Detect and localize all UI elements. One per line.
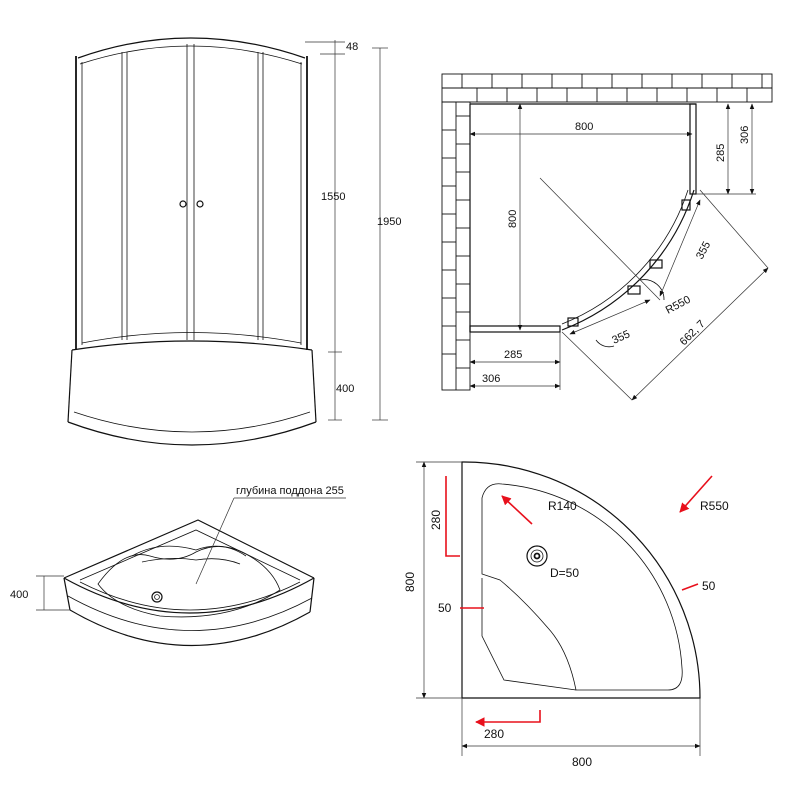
dim-radius: R550 <box>664 294 693 317</box>
drain-plan-icon <box>526 545 548 567</box>
dim-tray-height: 400 <box>336 383 354 395</box>
dim-width-top: 800 <box>575 121 593 133</box>
dim-bottom-285: 285 <box>504 349 522 361</box>
dim-diagonal: 662, 7 <box>678 318 708 348</box>
front-top-arc-inner <box>79 45 303 65</box>
plan-view: 800 800 285 306 355 R550 355 662, 7 285 … <box>441 73 773 401</box>
dim-straight-bottom: 355 <box>610 328 632 346</box>
tray-plan-outline <box>461 461 701 699</box>
tray-plan-inner-radius: R140 <box>548 499 577 513</box>
red-rim-right <box>681 583 699 591</box>
front-view: 48 1550 1950 400 <box>67 37 401 446</box>
tray-basin <box>97 546 281 618</box>
brick-wall-top <box>441 73 773 103</box>
tray-plan-outer-radius: R550 <box>700 499 729 513</box>
red-arrow-r140 <box>501 495 533 525</box>
tray-plan-drain: D=50 <box>550 566 579 580</box>
drain-icon <box>151 591 163 603</box>
tray-plan-left-offset: 280 <box>429 510 443 530</box>
dim-total-height: 1950 <box>377 216 401 228</box>
right-profile <box>689 103 697 195</box>
tray-plan-width: 800 <box>572 755 592 769</box>
tray-height-dim: 400 <box>10 589 28 601</box>
tray-plan-bottom-offset: 280 <box>484 727 504 741</box>
tray-bottom-arc <box>67 421 317 446</box>
red-offset-left <box>445 476 460 557</box>
tray-front-rim <box>63 577 315 614</box>
tray-depth-note: глубина поддона 255 <box>236 485 344 497</box>
tray-top-arc <box>71 340 313 351</box>
front-top-arc <box>77 37 306 59</box>
tray-plan-height: 800 <box>403 572 417 592</box>
tray-plan-basin <box>481 483 683 691</box>
tray-plan-rim-right: 50 <box>702 579 716 593</box>
dim-depth-left: 800 <box>507 210 519 228</box>
dim-bottom-306: 306 <box>482 373 500 385</box>
dim-right-285: 285 <box>715 144 727 162</box>
handle-right-icon <box>196 200 204 208</box>
dim-glass-height: 1550 <box>321 191 345 203</box>
brick-wall-left <box>441 101 471 391</box>
dim-right-306: 306 <box>739 126 751 144</box>
tray-back-rim <box>63 519 315 579</box>
bottom-profile <box>469 325 561 333</box>
roller-3-icon <box>627 285 641 295</box>
dim-top-gap: 48 <box>346 41 358 53</box>
tray-plan-rim-left: 50 <box>438 601 452 615</box>
red-offset-bottom <box>475 710 541 727</box>
dim-straight-right: 355 <box>694 240 713 262</box>
handle-left-icon <box>179 200 187 208</box>
red-arrow-r550 <box>679 475 713 513</box>
tray-plan-view: 800 800 280 280 R140 R550 D=50 50 50 <box>403 461 729 769</box>
tray-view: глубина поддона 255 400 <box>10 485 346 647</box>
